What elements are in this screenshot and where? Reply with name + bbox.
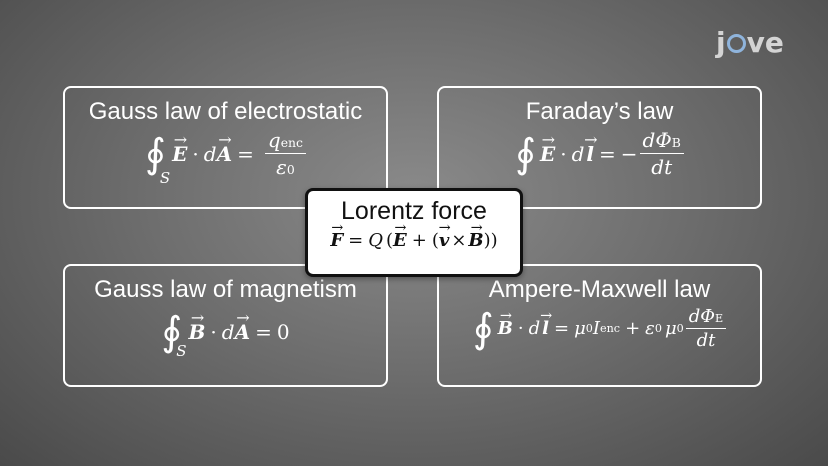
fraction-numerator: dΦE — [685, 306, 727, 329]
equals-sign: = — [237, 141, 254, 166]
permeability-subscript: 0 — [585, 322, 593, 335]
lorentz-force-title: Lorentz force — [341, 197, 487, 225]
open-paren: ( — [385, 230, 393, 251]
minus-sign: − — [620, 141, 638, 166]
permeability-symbol: μ — [574, 318, 586, 339]
charge-symbol: Q — [368, 230, 383, 251]
length-vector: l — [542, 318, 549, 339]
close-parens: )) — [483, 230, 498, 251]
lorentz-force-equation: F = Q (E + (v×B)) — [330, 230, 497, 251]
differential-d: d — [221, 320, 235, 344]
dot-operator: · — [192, 141, 199, 166]
surface-subscript: S — [159, 169, 171, 187]
current-symbol: I — [592, 318, 601, 339]
dot-operator: · — [517, 318, 524, 339]
magnetic-field-vector: B — [468, 230, 483, 251]
permittivity-symbol: ε — [276, 155, 287, 179]
surface-subscript: S — [176, 342, 187, 360]
flux-fraction: dΦE dt — [685, 306, 727, 351]
faraday-law-equation: ∮ E · dl = − dΦB dt — [515, 128, 684, 179]
permittivity-subscript: 0 — [286, 162, 295, 177]
velocity-vector: v — [439, 230, 449, 251]
fraction-numerator: qenc — [264, 128, 306, 154]
magnetic-field-vector: B — [189, 320, 206, 344]
fraction-denominator: dt — [696, 330, 716, 351]
faraday-law-box: Faraday’s law ∮ E · dl = − dΦB dt — [437, 86, 762, 209]
flux-symbol: dΦ — [688, 306, 716, 327]
permittivity-symbol: ε — [645, 318, 655, 339]
equals-sign: = — [255, 320, 272, 344]
fraction-numerator: dΦB — [639, 128, 684, 154]
gauss-electrostatic-box: Gauss law of electrostatic ∮ S E · dA = … — [63, 86, 388, 209]
charge-subscript: enc — [280, 135, 303, 150]
flux-symbol: dΦ — [642, 128, 672, 152]
electric-field-vector: E — [540, 142, 555, 166]
open-paren-inner: ( — [431, 230, 439, 251]
fraction-denominator: ε0 — [276, 154, 295, 179]
dot-operator: · — [210, 320, 217, 344]
flux-subscript: B — [671, 135, 681, 150]
equals-sign: = — [348, 230, 364, 251]
differential-d: d — [203, 141, 217, 166]
closed-surface-integral-icon: ∮ — [161, 309, 183, 355]
length-vector: l — [586, 142, 594, 166]
charge-fraction: qenc ε0 — [264, 128, 306, 179]
cross-product: × — [451, 230, 467, 251]
area-vector: A — [235, 320, 251, 344]
plus-sign: + — [411, 230, 427, 251]
closed-line-integral-icon: ∮ — [515, 130, 536, 177]
gauss-electrostatic-title: Gauss law of electrostatic — [88, 98, 363, 125]
faraday-law-title: Faraday’s law — [525, 98, 674, 125]
gauss-magnetism-title: Gauss law of magnetism — [94, 276, 357, 303]
logo-text-end: ve — [746, 26, 784, 59]
charge-symbol: q — [267, 128, 281, 152]
electric-field-vector: E — [393, 230, 407, 251]
permittivity-subscript: 0 — [654, 322, 662, 335]
ampere-maxwell-title: Ampere-Maxwell law — [488, 276, 711, 303]
equals-sign: = — [553, 318, 570, 339]
area-vector: A — [217, 142, 233, 166]
logo-circle-icon — [726, 34, 746, 53]
permeability-subscript-2: 0 — [676, 322, 684, 335]
magnetic-field-vector: B — [498, 318, 513, 339]
fraction-denominator: dt — [651, 155, 673, 179]
gauss-magnetism-box: Gauss law of magnetism ∮ S B · dA = 0 — [63, 264, 388, 387]
differential-d: d — [528, 318, 541, 339]
flux-fraction: dΦB dt — [639, 128, 684, 179]
dot-operator: · — [560, 141, 567, 166]
lorentz-force-box: Lorentz force F = Q (E + (v×B)) — [305, 188, 523, 277]
logo-text-start: j — [716, 26, 726, 59]
permeability-symbol-2: μ — [664, 318, 677, 339]
equals-sign: = — [599, 141, 616, 166]
force-vector: F — [330, 230, 343, 251]
electric-field-vector: E — [172, 142, 187, 166]
plus-sign: + — [625, 318, 641, 339]
closed-line-integral-icon: ∮ — [472, 305, 494, 352]
closed-surface-integral-icon: ∮ — [145, 130, 166, 177]
gauss-magnetism-equation: ∮ S B · dA = 0 — [161, 309, 290, 360]
zero-value: 0 — [276, 320, 290, 344]
flux-subscript: E — [715, 312, 724, 325]
current-subscript: enc — [600, 322, 621, 335]
gauss-electrostatic-equation: ∮ S E · dA = qenc ε0 — [145, 128, 306, 187]
differential-d: d — [571, 141, 585, 166]
